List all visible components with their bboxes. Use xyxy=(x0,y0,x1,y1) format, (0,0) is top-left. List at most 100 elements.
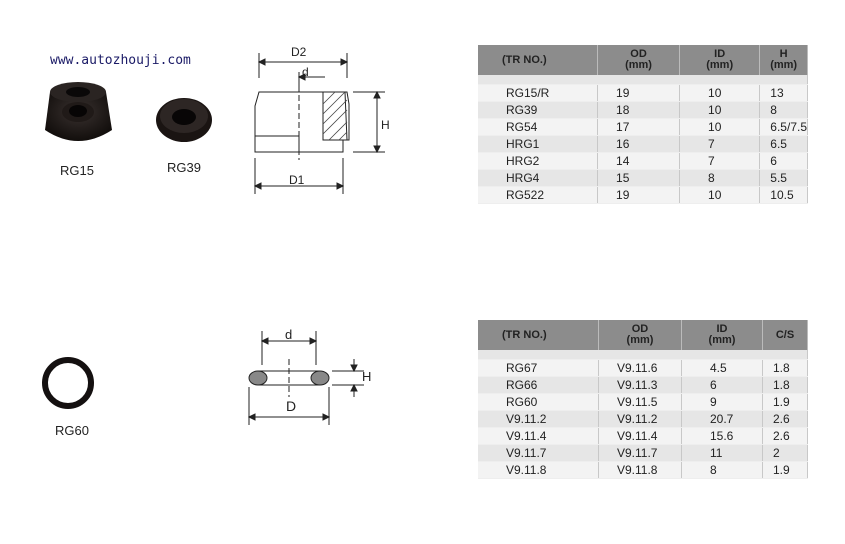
table-header-row: (TR NO.) OD (mm) ID (mm) C/S xyxy=(478,320,808,350)
table-cell: 14 xyxy=(597,152,681,170)
header-id: ID (mm) xyxy=(681,320,763,350)
rg39-label: RG39 xyxy=(167,160,201,175)
table-cell: 10.5 xyxy=(759,186,808,204)
table-cell: HRG1 xyxy=(478,135,599,153)
oring-cross-section-diagram xyxy=(247,331,364,425)
top-cross-section-diagram xyxy=(253,53,385,194)
oring-dim-d-label: d xyxy=(285,327,293,342)
header-od: OD (mm) xyxy=(598,320,682,350)
table-cell: 1.8 xyxy=(762,359,808,377)
rg15-label: RG15 xyxy=(60,163,94,178)
table-cell: 20.7 xyxy=(681,410,763,428)
table-cell: V9.11.2 xyxy=(478,410,599,428)
table-cell: 6.5/7.5 xyxy=(759,118,808,136)
table-cell: RG66 xyxy=(478,376,599,394)
table-cell: V9.11.2 xyxy=(598,410,682,428)
header-h: H (mm) xyxy=(759,45,808,75)
dim-d-label: d xyxy=(302,65,309,79)
table-cell: V9.11.6 xyxy=(598,359,682,377)
table-cell: 10 xyxy=(679,118,761,136)
table-cell: 7 xyxy=(679,135,761,153)
table-cell: 9 xyxy=(681,393,763,411)
table-cell: 6 xyxy=(759,152,808,170)
table-spacer-cell xyxy=(478,75,808,85)
table-cell: 6 xyxy=(681,376,763,394)
table-cell: 11 xyxy=(681,444,763,462)
table-header-row: (TR NO.) OD (mm) ID (mm) H (mm) xyxy=(478,45,808,75)
header-id: ID (mm) xyxy=(679,45,761,75)
table-cell: V9.11.7 xyxy=(598,444,682,462)
table-cell: V9.11.7 xyxy=(478,444,599,462)
table-cell: V9.11.5 xyxy=(598,393,682,411)
dim-d2-label: D2 xyxy=(291,45,307,59)
oring-dim-D-label: D xyxy=(286,398,297,414)
table-cell: RG67 xyxy=(478,359,599,377)
table-cell: 10 xyxy=(679,186,761,204)
table-cell: 18 xyxy=(597,101,681,119)
table-cell: RG522 xyxy=(478,186,599,204)
table-cell: 7 xyxy=(679,152,761,170)
table-cell: 8 xyxy=(679,169,761,187)
table-cell: 15 xyxy=(597,169,681,187)
table-cell: 5.5 xyxy=(759,169,808,187)
table-cell: 1.9 xyxy=(762,461,808,479)
table-cell: 10 xyxy=(679,84,761,102)
table-cell: 6.5 xyxy=(759,135,808,153)
rg60-product-image xyxy=(42,357,94,409)
dim-d1-label: D1 xyxy=(289,173,305,187)
table-cell: RG54 xyxy=(478,118,599,136)
table-cell: HRG2 xyxy=(478,152,599,170)
table-cell: V9.11.4 xyxy=(598,427,682,445)
rg60-label: RG60 xyxy=(55,423,89,438)
table-cell: 2 xyxy=(762,444,808,462)
table-cell: 10 xyxy=(679,101,761,119)
table-cell: 19 xyxy=(597,84,681,102)
table-cell: V9.11.8 xyxy=(598,461,682,479)
table-cell: 8 xyxy=(681,461,763,479)
table-cell: V9.11.3 xyxy=(598,376,682,394)
header-cs: C/S xyxy=(762,320,808,350)
table-cell: RG60 xyxy=(478,393,599,411)
watermark-url: www.autozhouji.com xyxy=(50,53,191,68)
table-cell: 2.6 xyxy=(762,410,808,428)
dim-h-label: H xyxy=(381,118,390,132)
table-cell: 2.6 xyxy=(762,427,808,445)
rg15-product-image xyxy=(45,82,112,141)
table-cell: 13 xyxy=(759,84,808,102)
table-cell: 1.9 xyxy=(762,393,808,411)
table-cell: 1.8 xyxy=(762,376,808,394)
table-cell: 8 xyxy=(759,101,808,119)
table-cell: RG39 xyxy=(478,101,599,119)
table-cell: 17 xyxy=(597,118,681,136)
header-od: OD (mm) xyxy=(597,45,681,75)
table-cell: 15.6 xyxy=(681,427,763,445)
table-cell: HRG4 xyxy=(478,169,599,187)
table-cell: RG15/R xyxy=(478,84,599,102)
rg39-product-image xyxy=(156,98,212,142)
header-tr-no: (TR NO.) xyxy=(478,45,599,75)
oring-dim-h-label: H xyxy=(362,369,372,384)
table-spacer xyxy=(478,350,808,360)
table-spacer xyxy=(478,75,808,85)
table-cell: 19 xyxy=(597,186,681,204)
table-cell: 16 xyxy=(597,135,681,153)
table-spacer-cell xyxy=(478,350,808,360)
table-cell: V9.11.8 xyxy=(478,461,599,479)
table-cell: V9.11.4 xyxy=(478,427,599,445)
